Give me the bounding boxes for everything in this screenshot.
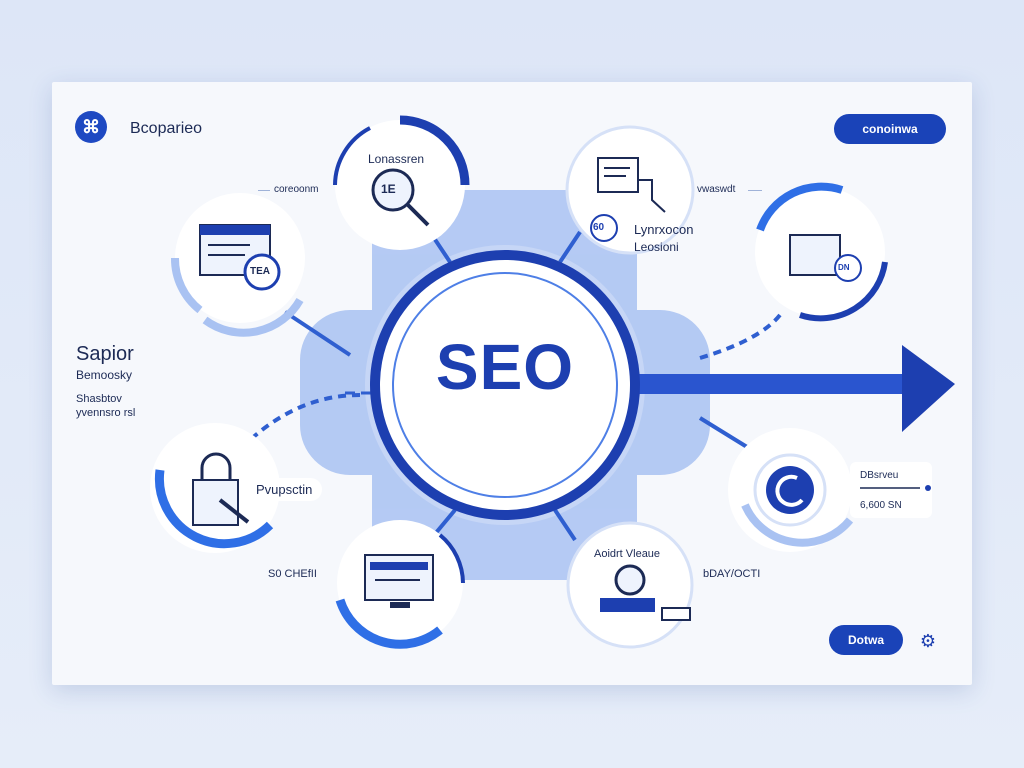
gear-icon[interactable]: ⚙ <box>919 630 937 651</box>
footer-button[interactable]: Dotwa <box>829 625 903 655</box>
brand-logo-icon[interactable]: ⌘ <box>75 111 107 143</box>
lock-node-label: Pvupsctin <box>246 478 323 501</box>
tick-line <box>748 190 762 191</box>
right-stat-label-1: DBsrveu <box>860 470 899 481</box>
top-action-button[interactable]: conoinwa <box>834 114 946 144</box>
arrow-shaft <box>630 374 910 394</box>
small-node-badge: 60 <box>593 222 605 233</box>
seo-title: SEO <box>435 331 575 403</box>
tick-line <box>258 190 270 191</box>
sidebar-line-1: Shasbtov <box>76 393 122 405</box>
bottom-right-label: bDAY/OCTI <box>703 568 761 580</box>
right-mid-label-2: Leosioni <box>634 240 679 254</box>
top-left-label: coreoonm <box>274 184 319 195</box>
right-mid-label-1: Lynrxocon <box>634 222 694 237</box>
right-stat-label-2: 6,600 SN <box>860 500 902 511</box>
bottom-mid-label: Aoidrt Vleaue <box>594 548 661 560</box>
right-top-label: vwaswdt <box>697 184 736 195</box>
search-node-label: Lonassren <box>368 152 425 166</box>
right-card-badge: DN <box>838 263 850 272</box>
seo-ring-inner <box>392 272 618 498</box>
bottom-left-label: S0 CHEfII <box>268 568 317 580</box>
sidebar-line-2: yvennsro rsl <box>76 407 136 419</box>
arrow-head <box>902 345 955 432</box>
sidebar-title: Sapior <box>76 343 134 365</box>
search-node-badge: 1E <box>381 182 396 196</box>
sidebar-subtitle: Bemoosky <box>76 368 133 382</box>
brand-name: Bcoparieo <box>130 120 203 137</box>
left-card-badge: TEA <box>250 266 270 277</box>
